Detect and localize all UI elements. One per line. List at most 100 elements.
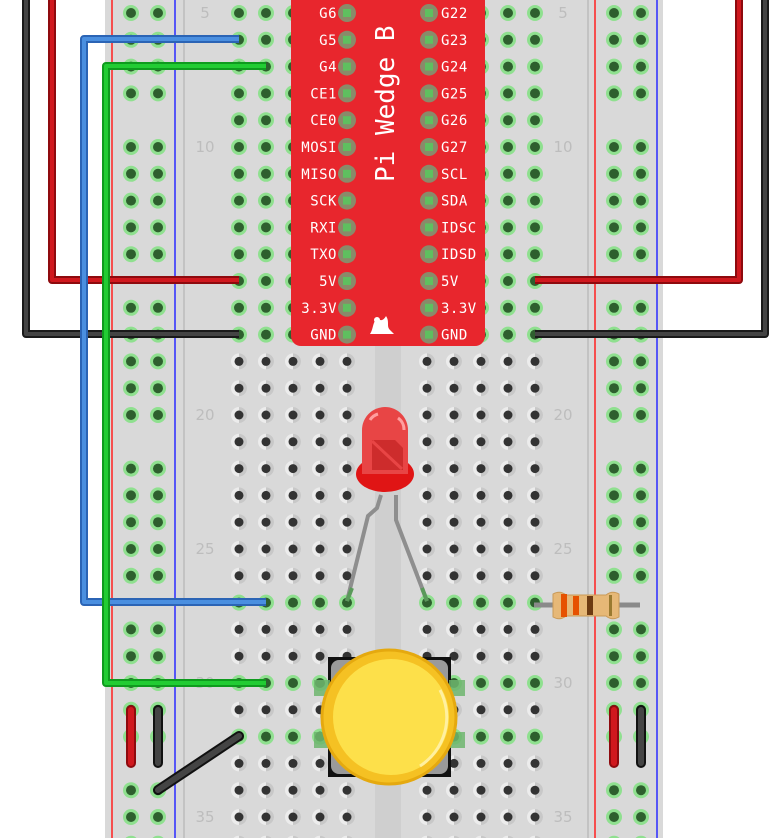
breadboard-hole[interactable] bbox=[527, 299, 543, 316]
breadboard-hole[interactable] bbox=[285, 835, 301, 838]
breadboard-hole[interactable] bbox=[231, 112, 247, 129]
wedge-pin[interactable] bbox=[420, 57, 438, 76]
breadboard-hole[interactable] bbox=[123, 165, 139, 182]
breadboard-hole[interactable] bbox=[285, 755, 301, 772]
breadboard-hole[interactable] bbox=[633, 675, 649, 691]
wedge-pin[interactable] bbox=[338, 191, 356, 210]
breadboard-hole[interactable] bbox=[123, 514, 139, 531]
wedge-pin[interactable] bbox=[420, 138, 438, 156]
breadboard-hole[interactable] bbox=[339, 809, 355, 825]
breadboard-hole[interactable] bbox=[606, 85, 622, 102]
breadboard-hole[interactable] bbox=[606, 460, 622, 477]
breadboard-hole[interactable] bbox=[231, 299, 247, 316]
breadboard-hole[interactable] bbox=[258, 192, 274, 209]
breadboard-hole[interactable] bbox=[606, 782, 622, 799]
breadboard-hole[interactable] bbox=[527, 675, 543, 691]
breadboard-hole[interactable] bbox=[473, 755, 489, 772]
breadboard-hole[interactable] bbox=[419, 541, 435, 557]
breadboard-hole[interactable] bbox=[231, 621, 247, 638]
breadboard-hole[interactable] bbox=[473, 407, 489, 423]
wedge-pin[interactable] bbox=[420, 111, 438, 130]
breadboard-hole[interactable] bbox=[123, 835, 139, 838]
breadboard-hole[interactable] bbox=[527, 139, 543, 155]
breadboard-hole[interactable] bbox=[123, 219, 139, 236]
breadboard-hole[interactable] bbox=[606, 407, 622, 423]
breadboard-hole[interactable] bbox=[446, 380, 462, 397]
breadboard-hole[interactable] bbox=[123, 407, 139, 423]
breadboard-hole[interactable] bbox=[258, 755, 274, 772]
breadboard-hole[interactable] bbox=[339, 353, 355, 370]
breadboard-hole[interactable] bbox=[419, 433, 435, 450]
breadboard-hole[interactable] bbox=[231, 139, 247, 155]
breadboard-hole[interactable] bbox=[285, 648, 301, 665]
breadboard-hole[interactable] bbox=[527, 246, 543, 263]
breadboard-hole[interactable] bbox=[231, 165, 247, 182]
breadboard-hole[interactable] bbox=[633, 246, 649, 263]
breadboard-hole[interactable] bbox=[285, 353, 301, 370]
breadboard-hole[interactable] bbox=[500, 701, 516, 718]
breadboard-hole[interactable] bbox=[527, 755, 543, 772]
breadboard-hole[interactable] bbox=[527, 165, 543, 182]
wedge-pin[interactable] bbox=[338, 57, 356, 76]
breadboard-hole[interactable] bbox=[527, 5, 543, 21]
breadboard-hole[interactable] bbox=[500, 31, 516, 48]
breadboard-hole[interactable] bbox=[419, 621, 435, 638]
breadboard-hole[interactable] bbox=[633, 85, 649, 102]
breadboard-hole[interactable] bbox=[312, 782, 328, 799]
breadboard-hole[interactable] bbox=[633, 380, 649, 397]
breadboard-hole[interactable] bbox=[312, 621, 328, 638]
breadboard-hole[interactable] bbox=[500, 567, 516, 584]
pushbutton[interactable] bbox=[314, 648, 465, 786]
breadboard-hole[interactable] bbox=[258, 407, 274, 423]
breadboard-hole[interactable] bbox=[500, 353, 516, 370]
breadboard-hole[interactable] bbox=[258, 728, 274, 745]
breadboard-hole[interactable] bbox=[473, 433, 489, 450]
breadboard-hole[interactable] bbox=[633, 407, 649, 423]
breadboard-hole[interactable] bbox=[123, 541, 139, 557]
breadboard-hole[interactable] bbox=[150, 460, 166, 477]
breadboard-hole[interactable] bbox=[473, 675, 489, 691]
breadboard-hole[interactable] bbox=[527, 809, 543, 825]
breadboard-hole[interactable] bbox=[633, 139, 649, 155]
breadboard-hole[interactable] bbox=[633, 299, 649, 316]
breadboard-hole[interactable] bbox=[312, 835, 328, 838]
breadboard-hole[interactable] bbox=[527, 353, 543, 370]
breadboard-hole[interactable] bbox=[258, 460, 274, 477]
breadboard-hole[interactable] bbox=[446, 433, 462, 450]
breadboard-hole[interactable] bbox=[285, 407, 301, 423]
breadboard-hole[interactable] bbox=[446, 835, 462, 838]
breadboard-hole[interactable] bbox=[339, 514, 355, 531]
breadboard-hole[interactable] bbox=[150, 219, 166, 236]
wedge-pin[interactable] bbox=[420, 218, 438, 237]
breadboard-hole[interactable] bbox=[123, 648, 139, 665]
breadboard-hole[interactable] bbox=[312, 594, 328, 611]
breadboard-hole[interactable] bbox=[339, 460, 355, 477]
breadboard-hole[interactable] bbox=[527, 192, 543, 209]
breadboard-hole[interactable] bbox=[473, 567, 489, 584]
breadboard-hole[interactable] bbox=[500, 541, 516, 557]
breadboard-hole[interactable] bbox=[339, 541, 355, 557]
breadboard-hole[interactable] bbox=[527, 567, 543, 584]
wedge-pin[interactable] bbox=[420, 298, 438, 317]
wedge-pin[interactable] bbox=[338, 111, 356, 130]
breadboard-hole[interactable] bbox=[419, 353, 435, 370]
breadboard-hole[interactable] bbox=[419, 567, 435, 584]
breadboard-hole[interactable] bbox=[500, 58, 516, 75]
breadboard-hole[interactable] bbox=[527, 621, 543, 638]
breadboard-hole[interactable] bbox=[633, 165, 649, 182]
breadboard-hole[interactable] bbox=[231, 701, 247, 718]
breadboard-hole[interactable] bbox=[500, 299, 516, 316]
breadboard-hole[interactable] bbox=[446, 487, 462, 504]
breadboard-hole[interactable] bbox=[527, 648, 543, 665]
breadboard-hole[interactable] bbox=[473, 380, 489, 397]
breadboard-hole[interactable] bbox=[473, 835, 489, 838]
breadboard-hole[interactable] bbox=[527, 460, 543, 477]
breadboard-hole[interactable] bbox=[527, 31, 543, 48]
breadboard-hole[interactable] bbox=[150, 5, 166, 21]
breadboard-hole[interactable] bbox=[473, 353, 489, 370]
breadboard-hole[interactable] bbox=[500, 809, 516, 825]
breadboard-hole[interactable] bbox=[231, 755, 247, 772]
breadboard-hole[interactable] bbox=[606, 567, 622, 584]
breadboard-hole[interactable] bbox=[606, 835, 622, 838]
breadboard-hole[interactable] bbox=[473, 782, 489, 799]
